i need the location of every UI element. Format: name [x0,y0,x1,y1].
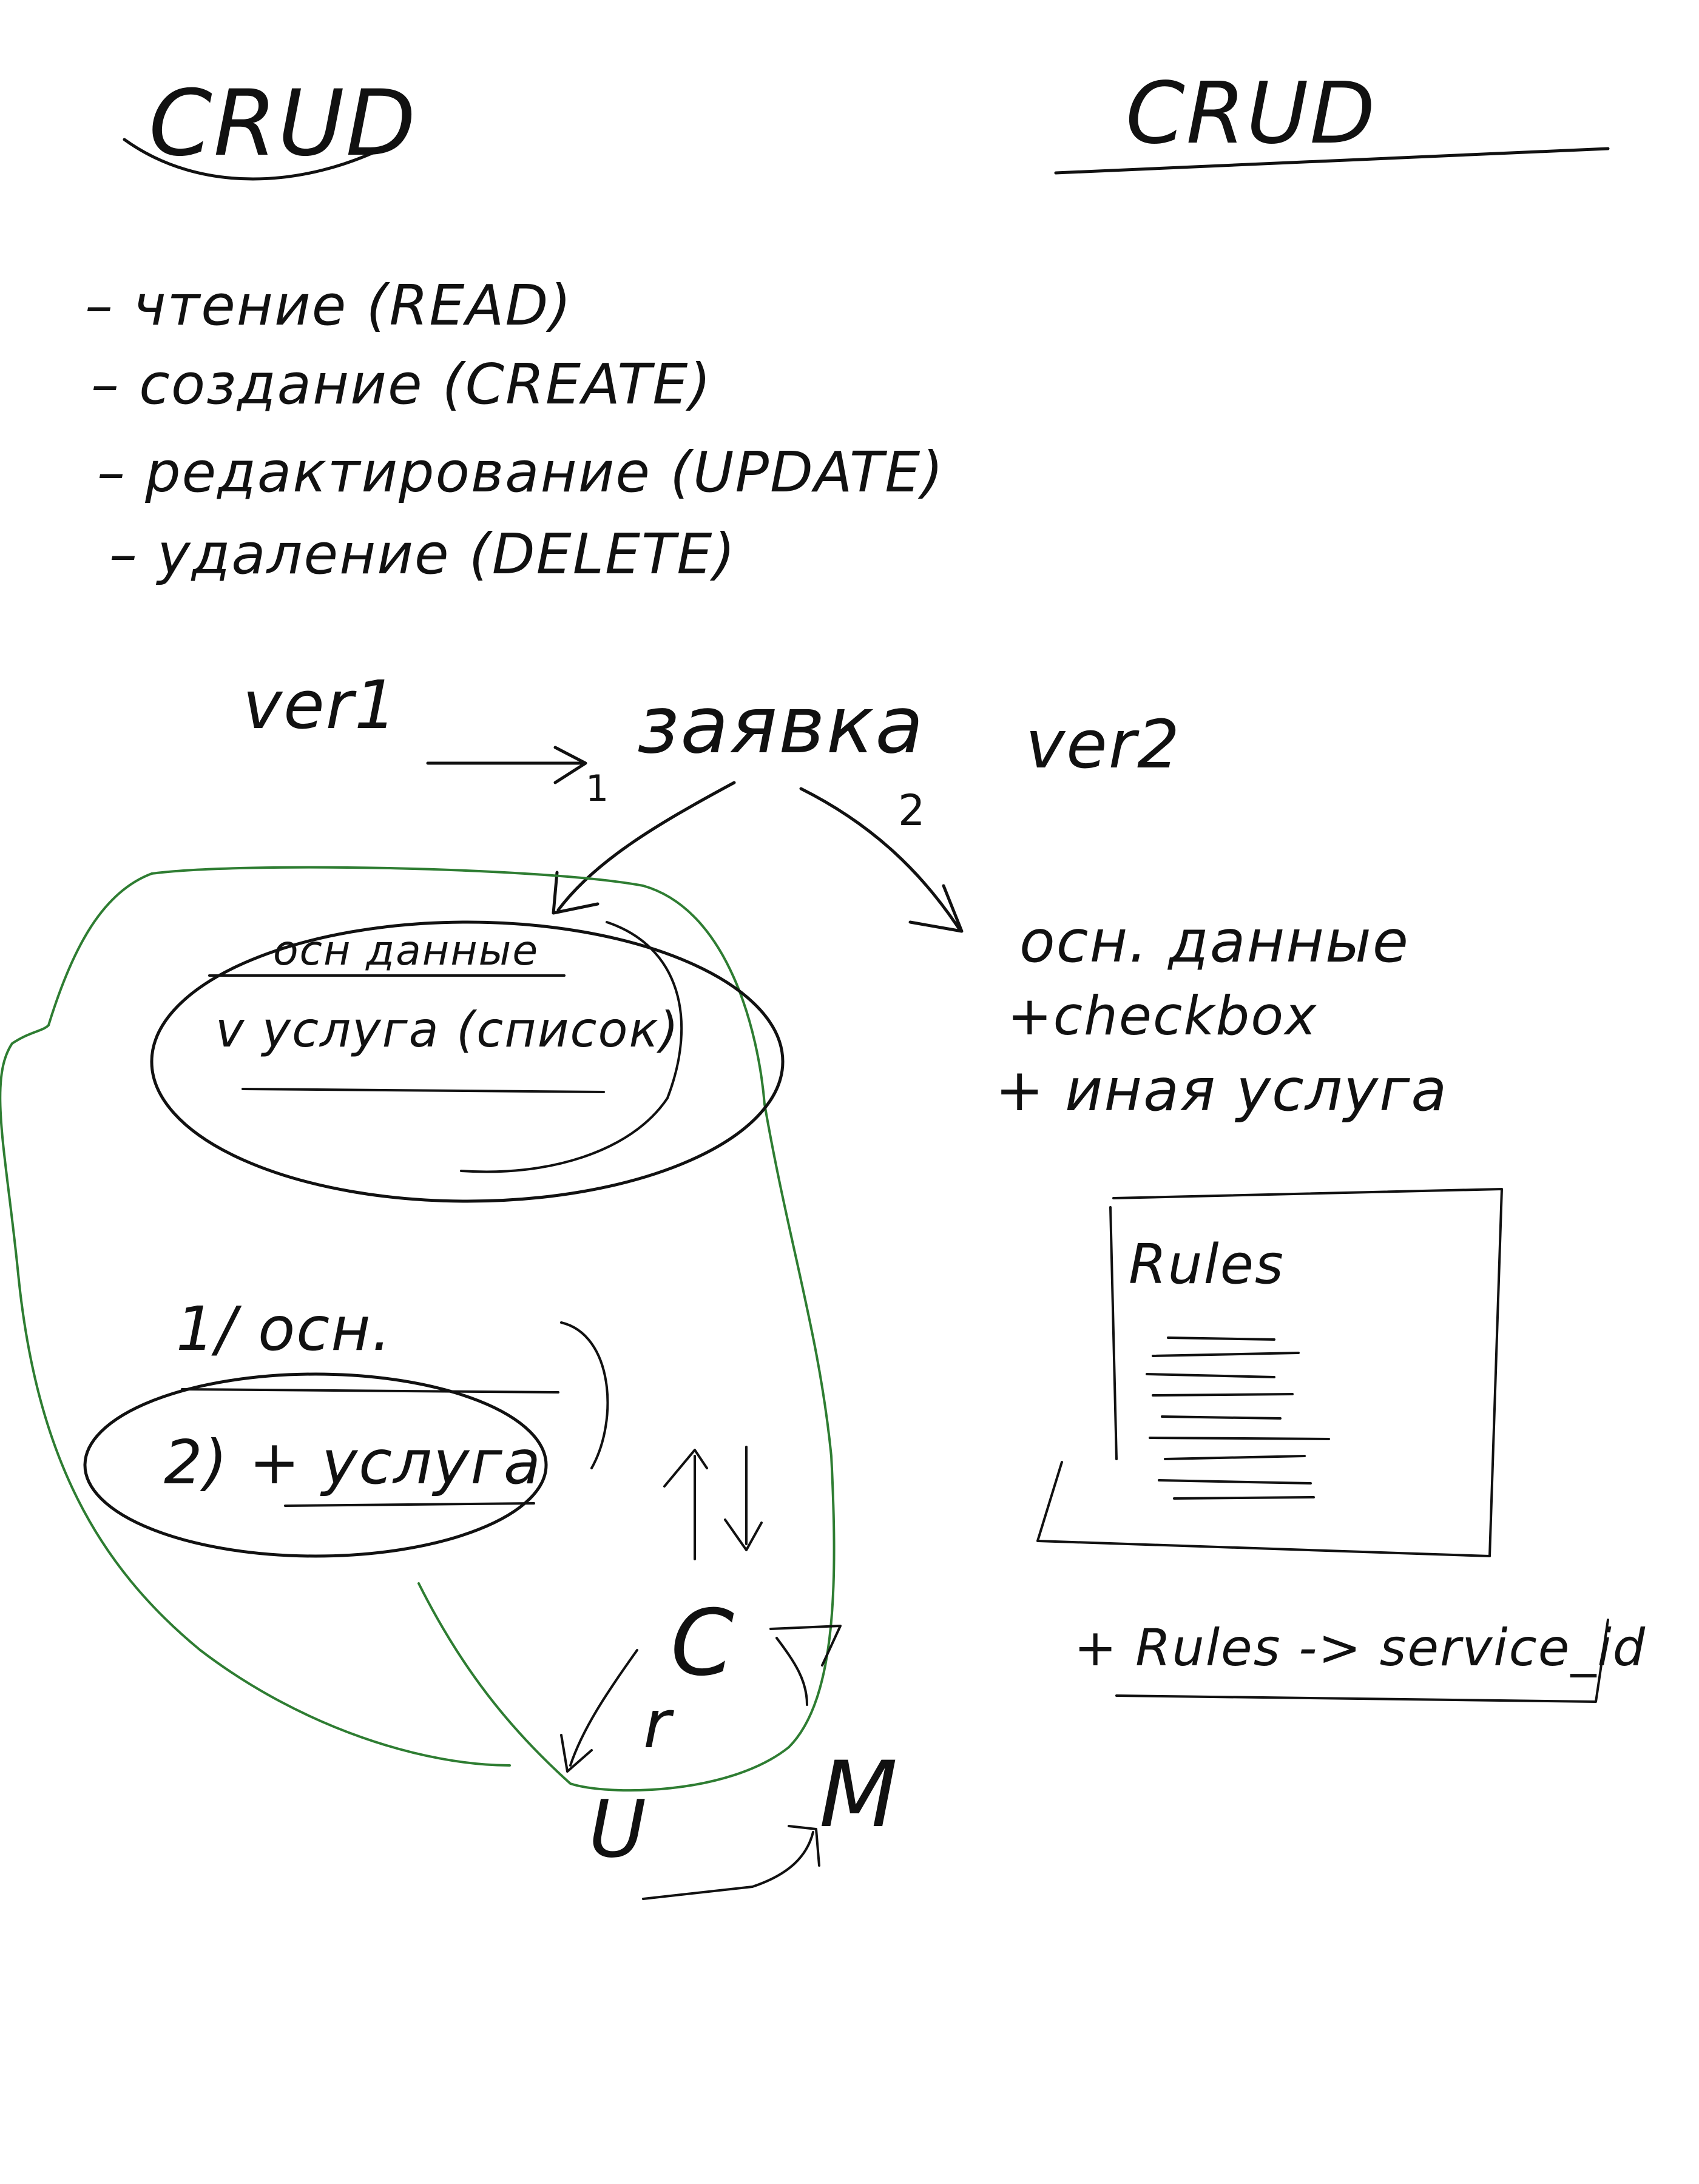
right-title: CRUD [1126,64,1376,163]
steps-bracket [560,1321,609,1469]
rules-note: + Rules -> service_id [1074,1618,1646,1677]
crud-item-delete: – удаление (DELETE) [109,522,736,587]
cycle-letter-c: C [670,1591,735,1696]
form-v1-ellipse [150,920,785,1203]
ver2-item-checkbox: +checkbox [1007,985,1317,1047]
left-title: CRUD [149,71,417,177]
request-label: заявка [637,679,925,771]
ver2-item-main-data: осн. данные [1019,908,1410,976]
ver1-arrow [426,746,587,784]
down-arrow [724,1446,763,1551]
rules-box-left-edge [1109,1206,1118,1460]
step-2-label: 2) + услуга [164,1427,542,1498]
rules-scribble-lines [1146,1336,1330,1500]
cycle-arrow-left [560,1649,638,1773]
crud-item-update: – редактирование (UPDATE) [97,440,944,505]
form-v1-service-list: v услуга (список) [215,1002,680,1058]
cycle-letter-u: U [589,1783,647,1875]
cycle-letter-r: r [643,1685,674,1763]
up-arrow [663,1449,708,1560]
right-title-underline [1054,147,1610,175]
ver2-item-other-service: + иная услуга [995,1056,1448,1124]
left-title-underline [123,138,390,181]
form-v1-service-line [242,1088,605,1093]
cycle-letter-m: M [819,1742,899,1848]
ver2-label: ver2 [1025,706,1181,783]
form-v1-main-data: осн данные [273,927,539,975]
step-1-label: 1/ осн. [176,1293,392,1364]
cycle-arrow-bottom [642,1825,820,1900]
step-2-underline [284,1502,535,1507]
branch-arrow-left [552,781,736,915]
step-2-ellipse [83,1372,548,1558]
ver1-green-outline [0,866,836,1792]
rules-note-underline [1115,1619,1609,1703]
arrow-2-label: 2 [898,786,925,835]
crud-item-create: – создание (CREATE) [91,352,712,417]
step-1-line [181,1388,559,1394]
rules-title: Rules [1129,1233,1285,1296]
branch-arrow-right [799,787,964,933]
ver1-label: ver1 [243,666,398,744]
crud-item-read: – чтение (READ) [85,273,572,338]
cycle-arrow-top [769,1625,842,1706]
arrow-1-label: 1 [586,767,609,810]
form-v1-ellipse-inner [460,921,683,1173]
rules-box [1036,1188,1503,1557]
